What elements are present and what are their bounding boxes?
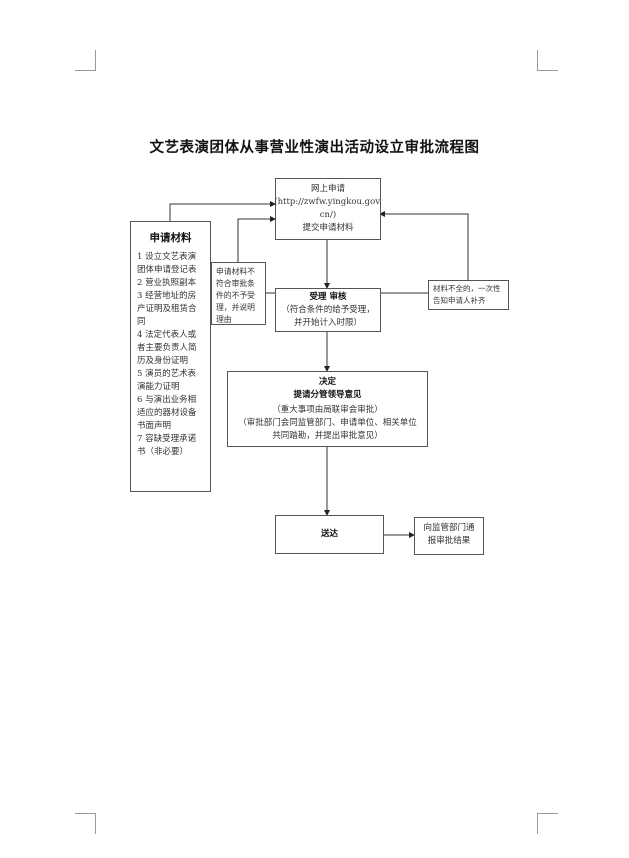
review-line-2: 并开始计入时限）: [293, 317, 362, 328]
page-title: 文艺表演团体从事营业性演出活动设立审批流程图: [149, 139, 480, 156]
online-apply-url-end: cn/): [319, 210, 337, 220]
node-review: 受理 审核 （符合条件的给予受理， 并开始计入时限）: [275, 288, 381, 332]
arrow-reject-to-online: [237, 216, 276, 262]
deliver-heading: 送达: [320, 529, 338, 539]
online-apply-line-1: 网上申请: [310, 184, 345, 194]
decision-line-1: （重大事项由局联审会审批）: [272, 404, 383, 415]
online-apply-line-4: 提交申请材料: [302, 223, 354, 233]
node-deliver: 送达: [275, 515, 384, 554]
node-reject: 申请材料不符合审批条件的不予受理，并说明理由: [211, 262, 266, 325]
incomplete-text: 材料不全的，一次性告知申请人补齐: [433, 284, 501, 305]
decision-line-2: （审批部门会同监管部门、申请单位、相关单位: [238, 417, 417, 428]
crop-mark-bottom-left: [75, 813, 96, 834]
crop-mark-top-right: [537, 50, 558, 71]
decision-subheading: 提请分管领导意见: [293, 389, 362, 400]
node-incomplete: 材料不全的，一次性告知申请人补齐: [428, 280, 509, 310]
materials-item-5: 5 演员的艺术表演能力证明: [137, 369, 197, 392]
review-line-1: （符合条件的给予受理，: [281, 304, 375, 315]
notify-text: 向监管部门通报审批结果: [423, 523, 475, 546]
materials-heading: 申请材料: [149, 232, 192, 244]
arrow-incomplete-to-online: [379, 211, 469, 280]
materials-item-1: 1 设立文艺表演团体申请登记表: [137, 252, 197, 275]
reject-text: 申请材料不符合审批条件的不予受理，并说明理由: [216, 267, 255, 324]
arrow-materials-to-online: [169, 201, 276, 221]
crop-mark-bottom-right: [537, 813, 558, 834]
materials-item-7: 7 容缺受理承诺书（非必要）: [137, 434, 197, 457]
materials-item-2: 2 营业执照副本: [137, 278, 197, 288]
materials-item-3: 3 经营地址的房产证明及租赁合同: [137, 291, 197, 327]
node-materials: 申请材料 1 设立文艺表演团体申请登记表 2 营业执照副本 3 经营地址的房产证…: [130, 221, 211, 492]
online-apply-url: (http://zwfw.yingkou.gov.: [274, 197, 382, 207]
node-notify: 向监管部门通报审批结果: [414, 517, 484, 555]
decision-heading: 决定: [318, 376, 336, 387]
materials-item-4: 4 法定代表人或者主要负责人简历及身份证明: [137, 330, 197, 366]
decision-line-3: 共同踏勘，并提出审批意见）: [272, 430, 383, 441]
node-decision: 决定 提请分管领导意见 （重大事项由局联审会审批） （审批部门会同监管部门、申请…: [227, 371, 428, 447]
review-heading: 受理 审核: [309, 291, 347, 302]
crop-mark-top-left: [75, 50, 96, 71]
materials-item-6: 6 与演出业务相适应的器材设备书面声明: [137, 395, 197, 431]
node-online-apply: 网上申请 (http://zwfw.yingkou.gov. cn/) 提交申请…: [274, 178, 382, 240]
